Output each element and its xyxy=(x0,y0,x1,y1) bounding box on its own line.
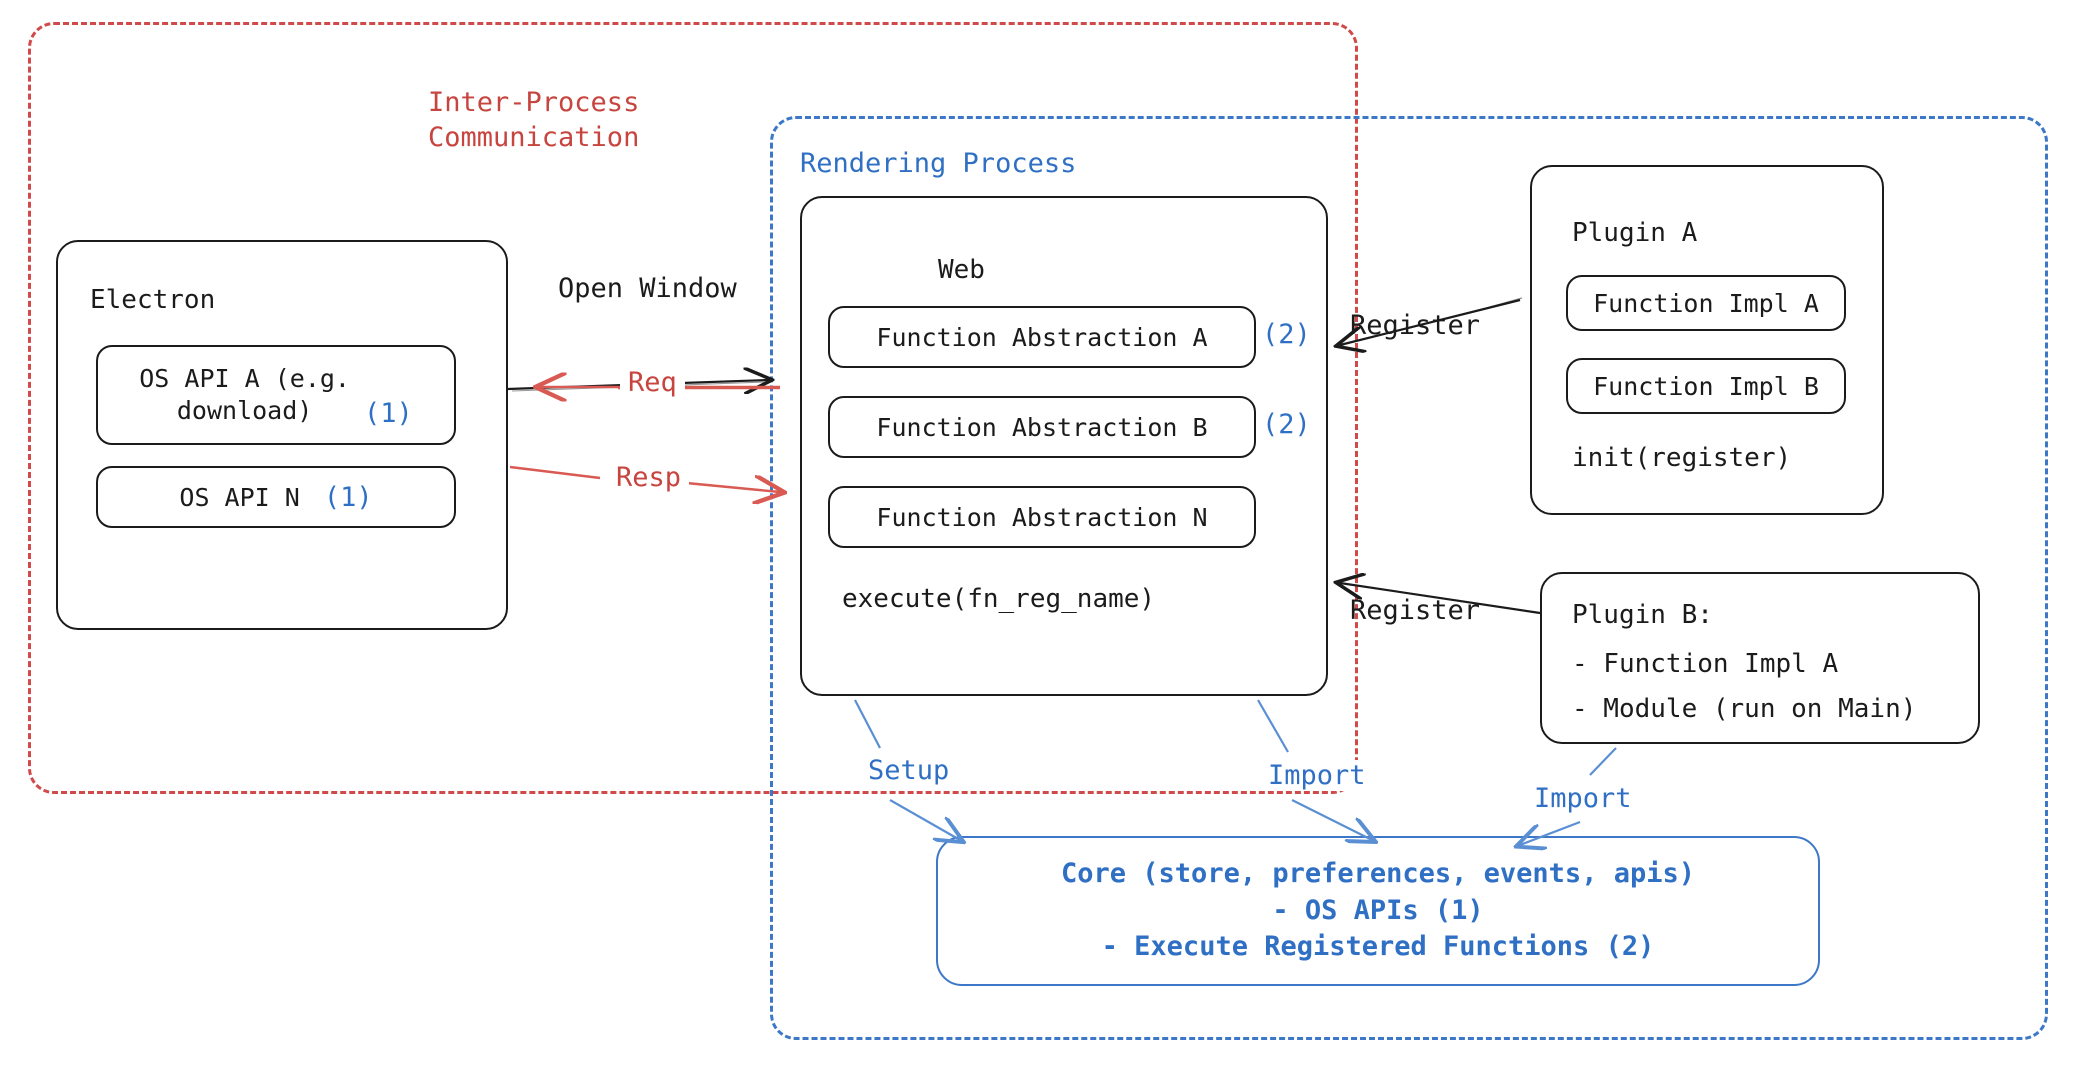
plugin-b-title: Plugin B: xyxy=(1572,600,1713,630)
plugin-b-item-1: - Module (run on Main) xyxy=(1572,694,1917,724)
os-api-n-marker: (1) xyxy=(323,481,373,513)
os-api-n-label: OS API N xyxy=(179,482,300,512)
register-bottom-edge-label: Register xyxy=(1350,595,1481,626)
function-abstraction-b-label: Function Abstraction B xyxy=(876,412,1208,442)
web-execute-label: execute(fn_reg_name) xyxy=(842,584,1156,614)
function-abstraction-a-label: Function Abstraction A xyxy=(876,322,1208,352)
web-title: Web xyxy=(938,255,985,285)
setup-edge-label: Setup xyxy=(862,755,956,786)
core-line-2: - OS APIs (1) xyxy=(1272,894,1484,926)
req-edge-label: Req xyxy=(620,367,685,398)
os-api-a-box[interactable]: OS API A (e.g. download) (1) xyxy=(96,345,456,445)
core-line-1: Core (store, preferences, events, apis) xyxy=(1061,858,1695,890)
core-line-3: - Execute Registered Functions (2) xyxy=(1101,931,1655,963)
function-abstraction-a-marker: (2) xyxy=(1262,319,1311,350)
plugin-b-item-0: - Function Impl A xyxy=(1572,649,1839,679)
plugin-a-impl-a-box[interactable]: Function Impl A xyxy=(1566,275,1846,331)
os-api-a-marker: (1) xyxy=(363,398,413,429)
rendering-process-zone-boundary xyxy=(770,116,2048,1040)
function-abstraction-a-box[interactable]: Function Abstraction A xyxy=(828,306,1256,368)
function-abstraction-b-marker: (2) xyxy=(1262,409,1311,440)
function-abstraction-b-box[interactable]: Function Abstraction B xyxy=(828,396,1256,458)
plugin-a-init-label: init(register) xyxy=(1572,443,1792,473)
core-box[interactable]: Core (store, preferences, events, apis) … xyxy=(936,836,1820,986)
function-abstraction-n-box[interactable]: Function Abstraction N xyxy=(828,486,1256,548)
ipc-zone-label: Inter-Process Communication xyxy=(428,87,640,154)
rendering-process-zone-label: Rendering Process xyxy=(800,148,1077,179)
import-plugin-edge-label: Import xyxy=(1528,783,1638,814)
plugin-a-title: Plugin A xyxy=(1572,218,1698,248)
electron-title: Electron xyxy=(90,285,216,315)
import-web-edge-label: Import xyxy=(1262,760,1372,791)
resp-edge-label: Resp xyxy=(608,462,690,493)
plugin-b-box[interactable] xyxy=(1540,572,1980,744)
plugin-a-impl-b-box[interactable]: Function Impl B xyxy=(1566,358,1846,414)
os-api-a-label: OS API A (e.g. download) xyxy=(139,363,350,426)
plugin-a-impl-b-label: Function Impl B xyxy=(1593,371,1819,401)
plugin-a-impl-a-label: Function Impl A xyxy=(1593,288,1819,318)
function-abstraction-n-label: Function Abstraction N xyxy=(876,502,1208,532)
plugin-a-box[interactable] xyxy=(1530,165,1884,515)
os-api-n-box[interactable]: OS API N (1) xyxy=(96,466,456,528)
open-window-edge-label: Open Window xyxy=(558,273,737,304)
ipc-zone-boundary xyxy=(28,22,1358,794)
register-top-edge-label: Register xyxy=(1350,310,1481,341)
